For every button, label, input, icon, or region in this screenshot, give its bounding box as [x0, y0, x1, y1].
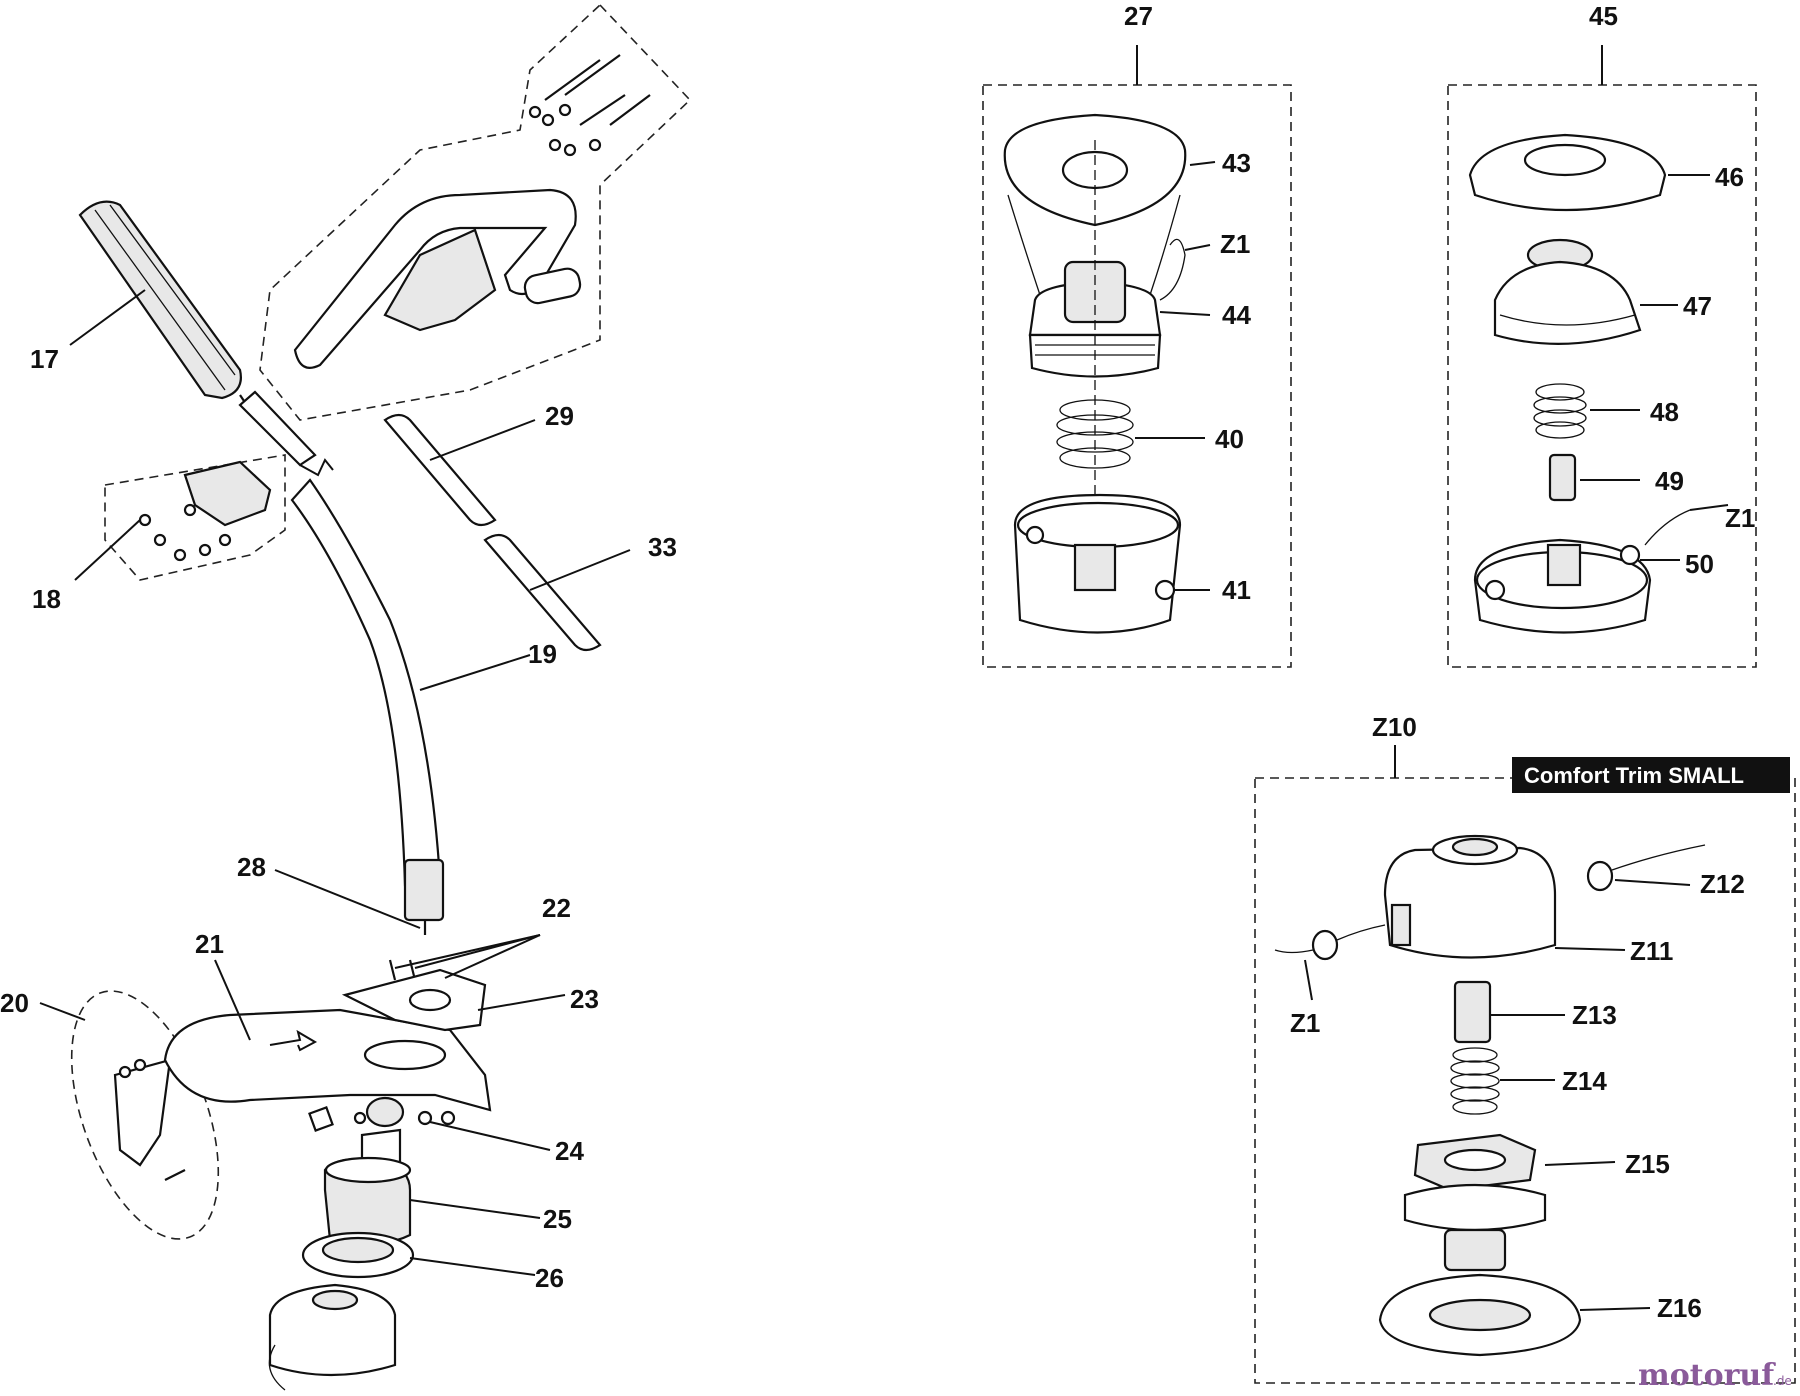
cap-part-46: [1468, 133, 1667, 212]
housing-part-25: [323, 1128, 412, 1246]
label-Z11: Z11: [1630, 936, 1673, 966]
label-25: 25: [543, 1204, 572, 1234]
leader-24: [429, 1121, 551, 1151]
leader-22c: [444, 934, 541, 979]
label-26: 26: [535, 1263, 564, 1293]
label-18: 18: [32, 584, 61, 614]
label-27: 27: [1124, 1, 1153, 31]
label-47: 47: [1683, 291, 1712, 321]
leader-19: [419, 654, 531, 691]
label-44: 44: [1222, 300, 1251, 330]
spring-part-Z14: [1450, 1047, 1500, 1115]
eyelet-Z12: [1586, 844, 1706, 892]
label-46: 46: [1715, 162, 1744, 192]
handle-screws: [528, 54, 651, 157]
insert-part-Z13: [1453, 980, 1492, 1044]
housing-part-41: [1013, 493, 1182, 634]
comfort-trim-badge: [1512, 757, 1790, 793]
label-Z1-group27: Z1: [1220, 229, 1250, 259]
label-45: 45: [1589, 1, 1618, 31]
leader-26: [409, 1257, 536, 1276]
grip-part-17: [78, 200, 251, 411]
clamp-group-outline: [104, 454, 286, 581]
label-41: 41: [1222, 575, 1251, 605]
guard-bracket-part-20: [113, 1058, 186, 1181]
spool-part-Z15: [1403, 1133, 1547, 1272]
label-17: 17: [30, 344, 59, 374]
leader-17: [69, 289, 146, 346]
label-21: 21: [195, 929, 224, 959]
insert-part-49: [1548, 453, 1577, 502]
label-Z14: Z14: [1562, 1066, 1607, 1096]
spool-head-left: [268, 1283, 397, 1391]
spool-part-47: [1493, 238, 1642, 345]
leader-22b: [414, 934, 541, 969]
label-24: 24: [555, 1136, 584, 1166]
label-20: 20: [0, 988, 29, 1018]
leader-25: [409, 1199, 541, 1219]
leader-18: [74, 519, 141, 581]
label-Z12: Z12: [1700, 869, 1745, 899]
leader-20: [39, 1002, 86, 1021]
label-43: 43: [1222, 148, 1251, 178]
hardware-part-24: [308, 1096, 456, 1132]
label-19: 19: [528, 639, 557, 669]
label-Z10: Z10: [1372, 712, 1417, 742]
label-23: 23: [570, 984, 599, 1014]
label-33: 33: [648, 532, 677, 562]
comfort-trim-badge-text: Comfort Trim SMALL: [1524, 763, 1744, 788]
housing-part-Z16: [1378, 1273, 1582, 1357]
label-49: 49: [1655, 466, 1684, 496]
shaft: [238, 390, 445, 935]
label-28: 28: [237, 852, 266, 882]
handle-group-outline: [259, 3, 692, 421]
label-strip-29: [383, 413, 497, 527]
ring-part-26: [301, 1231, 415, 1279]
label-40: 40: [1215, 424, 1244, 454]
eyelet-Z1-left: [1274, 924, 1386, 961]
label-strip-33: [483, 533, 602, 652]
label-Z1-group45: Z1: [1725, 503, 1755, 533]
spring-wire-Z1-top: [1159, 238, 1186, 301]
housing-part-50: [1473, 509, 1691, 634]
label-Z13: Z13: [1572, 1000, 1617, 1030]
plate-part-23: [341, 968, 487, 1032]
cap-part-Z11: [1383, 834, 1557, 959]
watermark-suffix: .de: [1773, 1374, 1792, 1388]
guard-part-21: [163, 1008, 492, 1112]
leader-33: [529, 549, 631, 591]
label-48: 48: [1650, 397, 1679, 427]
label-29: 29: [545, 401, 574, 431]
handle-loop: [293, 188, 582, 369]
clamp-part-18: [138, 460, 272, 562]
label-Z16: Z16: [1657, 1293, 1702, 1323]
leader-21: [214, 959, 251, 1041]
label-22: 22: [542, 893, 571, 923]
leader-29: [429, 419, 536, 461]
watermark-logo: motoruf: [1638, 1358, 1776, 1393]
label-50: 50: [1685, 549, 1714, 579]
leader-28: [274, 869, 421, 929]
label-Z1-groupZ10: Z1: [1290, 1008, 1320, 1038]
leader-23: [477, 994, 566, 1011]
label-Z15: Z15: [1625, 1149, 1670, 1179]
spring-part-48: [1533, 383, 1587, 439]
